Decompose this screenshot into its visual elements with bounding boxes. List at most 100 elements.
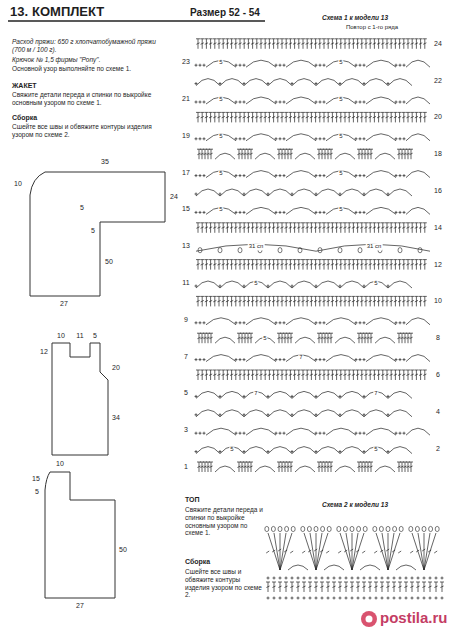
stitch-symbol xyxy=(364,358,365,361)
stitch-symbol xyxy=(293,300,296,302)
stitch-symbol xyxy=(243,212,246,213)
stitch-symbol xyxy=(364,395,365,398)
stitch-symbol xyxy=(360,222,364,223)
stitch-symbol xyxy=(409,333,413,334)
stitch-symbol xyxy=(356,64,357,67)
stitch-symbol xyxy=(275,138,278,139)
stitch-symbol xyxy=(201,227,204,229)
stitch-symbol xyxy=(323,359,326,360)
stitch-symbol xyxy=(234,296,238,297)
stitch-symbol xyxy=(351,222,355,223)
chain-arch xyxy=(268,447,292,454)
stitch-symbol xyxy=(410,586,413,588)
stitch-symbol xyxy=(335,43,338,45)
stitch-symbol xyxy=(333,598,336,599)
stitch-symbol xyxy=(398,586,401,588)
stitch-symbol xyxy=(347,370,351,371)
stitch-symbol xyxy=(327,578,330,579)
chain-arch xyxy=(375,337,395,343)
stitch-symbol xyxy=(243,374,246,376)
stitch-symbol xyxy=(352,533,353,570)
stitch-symbol xyxy=(327,598,330,599)
stitch-symbol xyxy=(204,101,205,104)
stitch-symbol xyxy=(399,175,402,176)
stitch-symbol xyxy=(372,112,376,113)
stitch-symbol xyxy=(289,462,293,463)
stitch-symbol xyxy=(249,149,253,150)
stitch-symbol xyxy=(305,296,309,297)
stitch-symbol xyxy=(288,259,292,260)
stitch-symbol xyxy=(213,116,216,118)
stitch-symbol xyxy=(388,82,389,85)
stitch-symbol xyxy=(244,193,245,196)
stitch-symbol xyxy=(285,264,288,266)
stitch-symbol xyxy=(200,358,201,361)
stitch-symbol xyxy=(285,43,288,45)
stitch-symbol xyxy=(200,337,203,339)
stitch-symbol xyxy=(195,102,198,103)
stitch-symbol xyxy=(406,38,410,39)
stitch-symbol xyxy=(399,578,402,579)
stitch-symbol xyxy=(205,116,208,118)
stitch-symbol xyxy=(289,466,292,468)
stitch-symbol xyxy=(326,153,329,155)
stitch-symbol xyxy=(280,227,283,229)
stitch-symbol xyxy=(321,578,324,579)
stitch-symbol xyxy=(373,43,376,45)
stitch-symbol xyxy=(364,211,365,214)
stitch-symbol xyxy=(289,149,293,150)
chain-arch xyxy=(255,466,275,472)
stitch-symbol xyxy=(203,102,206,103)
stitch-symbol xyxy=(360,153,363,155)
stitch-symbol xyxy=(423,112,427,113)
stitch-symbol xyxy=(360,296,364,297)
stitch-symbol xyxy=(209,370,213,371)
stitch-symbol xyxy=(320,337,323,339)
stitch-symbol xyxy=(419,300,422,302)
stitch-symbol xyxy=(285,598,288,599)
stitch-symbol xyxy=(417,578,420,579)
stitch-symbol xyxy=(280,358,281,361)
stitch-symbol xyxy=(364,137,365,140)
stitch-symbol xyxy=(362,586,365,588)
stitch-symbol xyxy=(385,370,389,371)
stitch-symbol xyxy=(320,153,323,155)
stitch-symbol xyxy=(356,582,360,583)
stitch-symbol xyxy=(400,597,401,600)
stitch-symbol xyxy=(293,38,297,39)
stitch-symbol xyxy=(316,533,317,570)
stitch-symbol xyxy=(356,101,357,104)
stitch-symbol xyxy=(348,300,351,302)
stitch-symbol xyxy=(381,116,384,118)
stitch-symbol xyxy=(235,175,238,176)
stitch-symbol xyxy=(381,43,384,45)
stitch-symbol xyxy=(403,466,406,468)
stitch-symbol xyxy=(259,112,263,113)
stitch-symbol xyxy=(335,374,338,376)
stitch-symbol xyxy=(255,300,258,302)
stitch-symbol xyxy=(404,358,405,361)
chain-arch xyxy=(364,410,388,417)
stitch-symbol xyxy=(200,296,204,297)
stitch-symbol xyxy=(412,597,413,600)
stitch-symbol xyxy=(415,300,418,302)
stitch-symbol xyxy=(240,101,241,104)
stitch-symbol xyxy=(440,582,444,583)
stitch-symbol xyxy=(259,38,263,39)
stitch-symbol xyxy=(268,577,269,580)
stitch-symbol xyxy=(424,577,425,580)
stitch-symbol xyxy=(200,211,201,214)
stitch-symbol xyxy=(209,296,213,297)
stitch-symbol xyxy=(275,433,278,434)
stitch-symbol xyxy=(272,259,276,260)
stitch-symbol xyxy=(196,101,197,104)
stitch-symbol xyxy=(244,358,245,361)
stitch-symbol xyxy=(272,112,276,113)
stitch-symbol xyxy=(316,174,317,177)
stitch-symbol xyxy=(373,264,376,266)
stitch-symbol xyxy=(331,300,334,302)
stitch-symbol xyxy=(362,551,365,553)
stitch-symbol xyxy=(330,222,334,223)
chain-arch xyxy=(206,318,236,325)
stitch-symbol xyxy=(339,264,342,266)
